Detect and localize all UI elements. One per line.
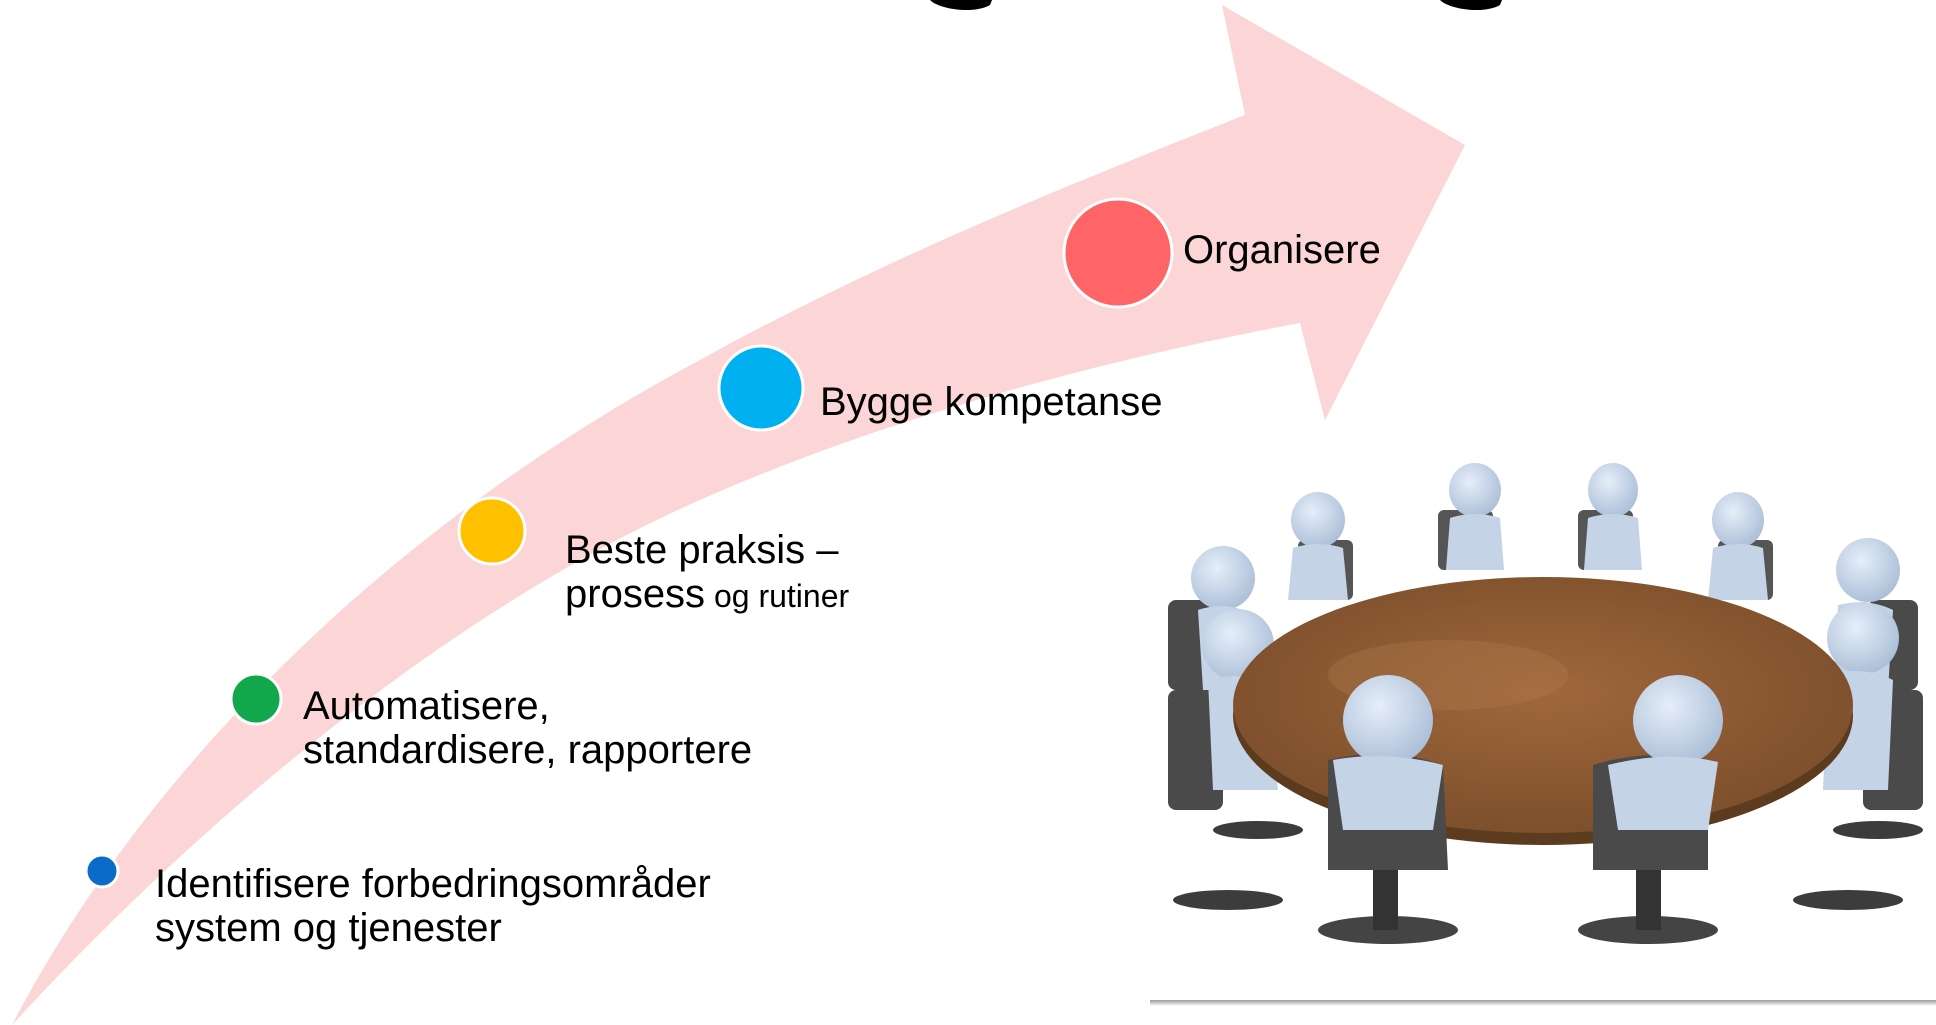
step-label-bygge: Bygge kompetanse [820, 380, 1162, 424]
back-figure-3 [1578, 463, 1642, 570]
meeting-picture [1168, 463, 1923, 944]
step-dot-beste-praksis [457, 496, 527, 566]
step-label-automatisere-line2: standardisere, rapportere [303, 728, 753, 772]
step-dot-bygge [717, 344, 805, 432]
step-label-organisere-line1: Organisere [1183, 228, 1381, 272]
front-figure-2 [1578, 675, 1723, 944]
back-figure-1 [1288, 492, 1353, 600]
step-label-beste-praksis-line2: prosess og rutiner [565, 572, 849, 618]
step-label-beste-praksis: Beste praksis – prosess og rutiner [565, 528, 849, 618]
step-label-beste-praksis-line1: Beste praksis – [565, 528, 839, 572]
step-dot-automatisere [229, 672, 283, 726]
back-figure-2 [1438, 463, 1504, 570]
step-label-beste-praksis-main: prosess [565, 572, 706, 616]
back-figure-4 [1708, 492, 1773, 600]
step-dot-identifisere [84, 853, 120, 889]
step-label-organisere: Organisere [1183, 228, 1381, 272]
title-fragment [930, 0, 1502, 11]
step-label-automatisere-line1: Automatisere, [303, 684, 550, 728]
step-label-identifisere: Identifisere forbedringsområder system o… [155, 862, 711, 950]
step-label-automatisere: Automatisere, standardisere, rapportere [303, 684, 752, 772]
chair-bases [1173, 821, 1923, 910]
front-figure-1 [1318, 675, 1458, 944]
round-table [1233, 577, 1853, 845]
step-dot-organisere [1062, 197, 1174, 309]
step-label-beste-praksis-small: og rutiner [705, 578, 850, 614]
step-label-identifisere-line1: Identifisere forbedringsområder [155, 862, 711, 906]
picture-shadow [1150, 1000, 1936, 1006]
step-label-identifisere-line2: system og tjenester [155, 906, 502, 950]
step-label-bygge-line1: Bygge kompetanse [820, 380, 1163, 424]
